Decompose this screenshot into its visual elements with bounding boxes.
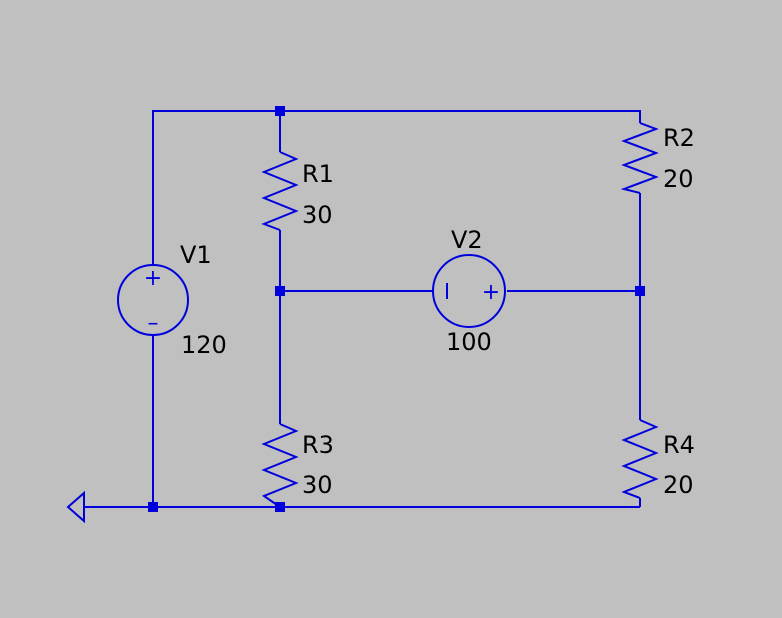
v1-circle-icon (117, 264, 189, 336)
ground-icon[interactable] (66, 490, 85, 524)
r2-value-label: 20 (663, 165, 694, 193)
r1-zigzag-icon (261, 151, 299, 231)
junction-top[interactable] (275, 106, 285, 116)
v2-value-label: 100 (446, 328, 492, 356)
v1-name-label: V1 (180, 241, 212, 269)
wire-top[interactable] (152, 110, 641, 265)
junction-right-mid[interactable] (635, 286, 645, 296)
r2-zigzag-icon (620, 122, 659, 194)
r3-zigzag-icon (261, 423, 299, 508)
junction-left-mid[interactable] (275, 286, 285, 296)
junctions (148, 106, 645, 512)
r4-name-label: R4 (663, 431, 695, 459)
v1-value-label: 120 (181, 331, 227, 359)
voltage-source-v2[interactable]: + V2 100 (432, 226, 506, 356)
voltage-source-v1[interactable]: + – V1 120 (117, 241, 227, 359)
r3-name-label: R3 (302, 431, 334, 459)
resistor-r4[interactable]: R4 20 (621, 419, 695, 499)
v1-minus-sign: – (148, 311, 159, 336)
resistor-r1[interactable]: R1 30 (261, 151, 334, 231)
r4-zigzag-icon (621, 419, 659, 499)
junction-bottom-left[interactable] (148, 502, 158, 512)
v2-circle-icon (432, 254, 506, 328)
wires (84, 110, 641, 508)
r2-name-label: R2 (663, 124, 695, 152)
v2-name-label: V2 (451, 226, 483, 254)
r1-value-label: 30 (302, 201, 333, 229)
v1-plus-sign: + (144, 266, 162, 291)
v2-plus-sign: + (482, 280, 500, 305)
r3-value-label: 30 (302, 471, 333, 499)
r1-name-label: R1 (302, 160, 334, 188)
r4-value-label: 20 (663, 471, 694, 499)
resistor-r3[interactable]: R3 30 (261, 423, 334, 508)
resistor-r2[interactable]: R2 20 (620, 122, 695, 194)
